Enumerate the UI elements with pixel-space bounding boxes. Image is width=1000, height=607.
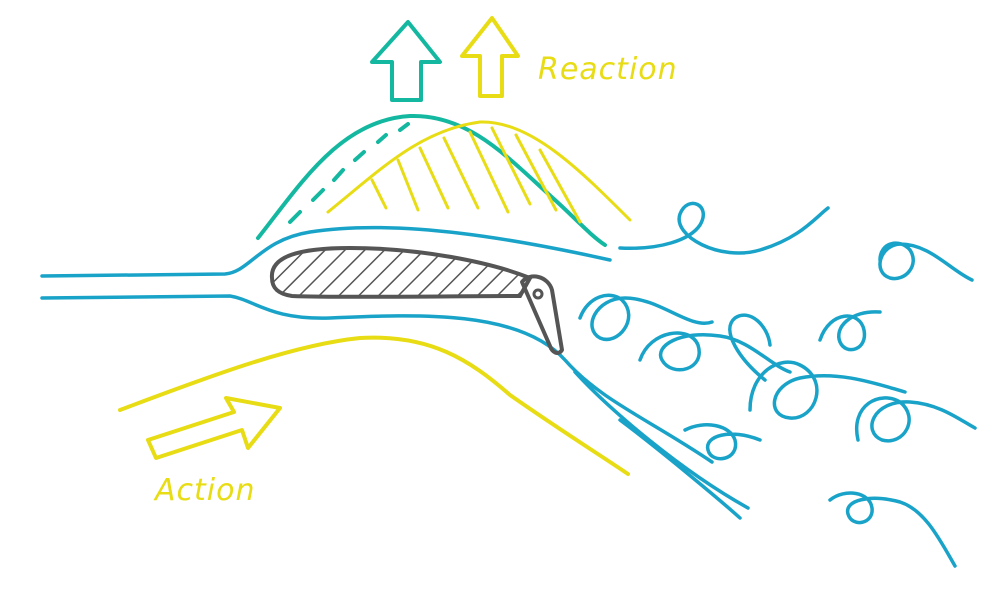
flap [520,274,564,355]
airflow-streamlines [40,225,750,520]
teal-pressure-hump [256,113,607,247]
airfoil [269,245,564,355]
up-arrow-icon [460,16,520,98]
yellow-action-flow [118,335,630,476]
reaction-arrow-yellow [460,16,520,98]
right-arrow-icon [146,396,282,460]
action-arrow [146,396,282,460]
yellow-pressure-hump [326,120,632,224]
up-arrow-icon [370,20,442,102]
turbulent-wake [578,201,977,568]
reaction-arrow-teal [370,20,442,102]
action-label: Action [155,473,256,508]
flap-hinge [532,288,544,300]
reaction-label: Reaction [538,52,678,87]
